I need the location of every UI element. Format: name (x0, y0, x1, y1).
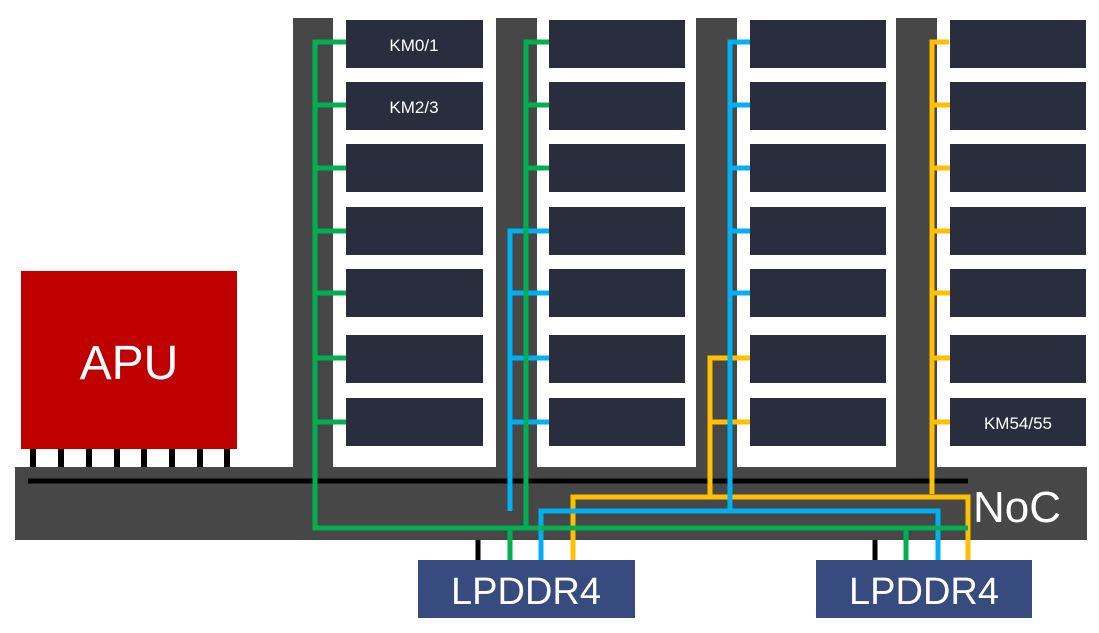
kernel-label-km0-1: KM0/1 (389, 36, 438, 55)
blue-trunk-col2 (507, 228, 549, 511)
kernel-block (750, 269, 886, 317)
memory-label-2: LPDDR4 (849, 571, 999, 613)
kernel-block (549, 207, 685, 255)
apu-port (169, 449, 175, 467)
blue-interconnect (507, 39, 941, 560)
apu-port (224, 449, 230, 467)
kernel-block (549, 269, 685, 317)
blue-stubs-col2 (510, 290, 549, 425)
kernel-block (346, 398, 483, 446)
green-trunk-col1 (312, 39, 968, 531)
kernel-block (346, 335, 483, 383)
green-stubs-col1 (315, 102, 346, 425)
kernel-block (750, 144, 886, 192)
memory-label-1: LPDDR4 (451, 571, 601, 613)
kernel-block (750, 207, 886, 255)
apu-port (86, 449, 92, 467)
kernel-label-km54-55: KM54/55 (984, 414, 1052, 433)
kernel-block (750, 20, 886, 68)
apu-block (21, 271, 237, 449)
noc-label: NoC (973, 483, 1061, 532)
kernel-block (950, 398, 1086, 446)
blue-noc-route (538, 508, 941, 560)
kernel-block (950, 207, 1086, 255)
kernel-block (950, 269, 1086, 317)
kernel-block (549, 20, 685, 68)
kernel-label-km2-3: KM2/3 (389, 98, 438, 117)
orange-trunk-col3 (707, 355, 750, 497)
green-trunk-col2 (523, 39, 549, 528)
kernel-block (549, 144, 685, 192)
kernel-block (346, 269, 483, 317)
kernel-block (750, 398, 886, 446)
kernel-block (549, 82, 685, 130)
apu-ports (30, 449, 230, 467)
apu-port (141, 449, 147, 467)
kernel-block (346, 144, 483, 192)
kernel-block (950, 82, 1086, 130)
apu-label: APU (80, 337, 179, 390)
black-memory-drops (475, 540, 878, 560)
blue-trunk-col3 (727, 39, 750, 511)
green-stubs-col2 (526, 102, 549, 171)
kernel-block (950, 144, 1086, 192)
kernel-block (346, 82, 483, 130)
apu-port (114, 449, 120, 467)
kernel-blocks (346, 20, 1086, 446)
blue-stubs-col3 (730, 102, 750, 296)
kernel-block (346, 207, 483, 255)
kernel-block (549, 335, 685, 383)
kernel-block (950, 20, 1086, 68)
memory-block-1 (418, 560, 635, 618)
orange-stubs-col4 (932, 102, 950, 425)
apu-port (30, 449, 36, 467)
kernel-block (750, 82, 886, 130)
kernel-block (346, 20, 483, 68)
kernel-block (549, 398, 685, 446)
apu-port (197, 449, 203, 467)
apu-port (58, 449, 64, 467)
kernel-block (950, 335, 1086, 383)
kernel-block (750, 335, 886, 383)
orange-trunk-col4 (929, 39, 949, 494)
memory-block-2 (816, 560, 1032, 618)
green-interconnect (312, 39, 968, 560)
